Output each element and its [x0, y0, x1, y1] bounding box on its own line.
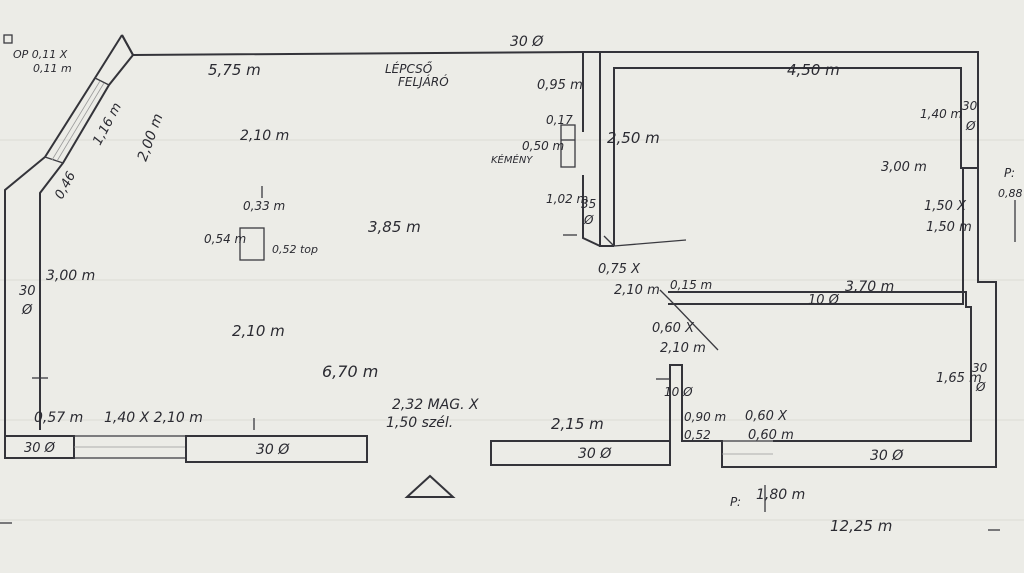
window-140: 1,40 X 2,10 m: [104, 410, 203, 426]
wall-right-30: 30: [962, 99, 978, 113]
bottom-30-a: 30 Ø: [24, 441, 56, 456]
dim-210-a: 2,10 m: [240, 128, 289, 144]
wall-10: 10 Ø: [808, 293, 840, 308]
opening-052: 0,52 top: [272, 243, 318, 256]
dim-057: 0,57 m: [34, 410, 83, 426]
wall-35: 35: [581, 197, 596, 211]
entrance-triangle: [404, 474, 456, 498]
dim-017: 0,17: [546, 113, 573, 127]
stair-a: LÉPCSŐ: [385, 61, 433, 76]
dim-210-b: 2,10 m: [660, 341, 706, 356]
dim-140: 1,40 m: [920, 107, 962, 121]
wall-35-phi: Ø: [583, 213, 594, 227]
dim-075x: 0,75 X: [598, 262, 641, 277]
dim-050: 0,50 m: [522, 139, 564, 153]
bottom-walls: [4, 364, 773, 468]
dim-090: 0,90 m: [684, 410, 726, 424]
opening-box: [239, 227, 265, 261]
stair-b: FELJÁRÓ: [398, 74, 449, 89]
outer-walls: [4, 34, 997, 468]
dim-060x: 0,60 X: [652, 321, 695, 336]
door-150: 1,50 szél.: [386, 415, 453, 431]
dim-150m: 1,50 m: [926, 220, 972, 235]
bottom-30-d: 30 Ø: [870, 448, 904, 464]
op-marker: [3, 34, 13, 44]
left-phi: Ø: [21, 303, 33, 318]
dim-210-c: 2,10 m: [232, 322, 285, 340]
window-top-left-b: 0,11 m: [33, 62, 72, 75]
top-wall-label: 30 Ø: [510, 34, 544, 50]
wall-right-phi: Ø: [965, 119, 976, 133]
dim-015: 0,15 m: [670, 278, 712, 292]
dim-450: 4,50 m: [787, 61, 840, 79]
bottom-30-c: 30 Ø: [578, 446, 612, 462]
dim-1225: 12,25 m: [830, 517, 892, 535]
dim-370: 3,70 m: [845, 279, 894, 295]
dim-060m: 0,60 m: [748, 428, 794, 443]
dim-033: 0,33 m: [243, 199, 285, 213]
dim-095: 0,95 m: [537, 78, 583, 93]
dim-300-l: 3,00 m: [46, 268, 95, 284]
wall-right-30-b: 30: [972, 361, 988, 375]
kemeny-label: KÉMÉNY: [491, 153, 533, 166]
door-232: 2,32 MAG. X: [392, 397, 479, 413]
dim-300-r: 3,00 m: [881, 160, 927, 175]
dim-210-door: 2,10 m: [614, 283, 660, 298]
dim-150x: 1,50 X: [924, 199, 967, 214]
dim-060x-b: 0,60 X: [745, 409, 788, 424]
dim-102: 1,02 m: [546, 192, 588, 206]
plan-labels: 30 Ø OP 0,11 X 0,11 m 5,75 m LÉPCSŐ FELJ…: [13, 34, 1023, 535]
dim-215: 2,15 m: [551, 415, 604, 433]
left-30: 30: [19, 284, 36, 299]
dimension-arrows: [0, 186, 1016, 531]
wall-right-phi-b: Ø: [975, 380, 986, 394]
dim-165: 1,65 m: [936, 371, 982, 386]
p-right: P:: [1004, 166, 1015, 180]
window-top-left-a: OP 0,11 X: [13, 48, 68, 61]
interior-partition: [560, 124, 964, 351]
p-right-val: 0,88: [998, 187, 1023, 200]
p-bottom-val: 1,80 m: [756, 487, 805, 503]
dim-250: 2,50 m: [607, 129, 660, 147]
dim-575: 5,75 m: [208, 61, 261, 79]
bottom-30-b: 30 Ø: [256, 442, 290, 458]
dim-385: 3,85 m: [368, 218, 421, 236]
dim-054: 0,54 m: [204, 232, 246, 246]
dim-670: 6,70 m: [322, 362, 378, 381]
wall-10-b: 10 Ø: [664, 385, 693, 399]
paper-grid: [0, 139, 1024, 521]
p-bottom: P:: [730, 495, 741, 509]
dim-052: 0,52: [684, 428, 711, 442]
